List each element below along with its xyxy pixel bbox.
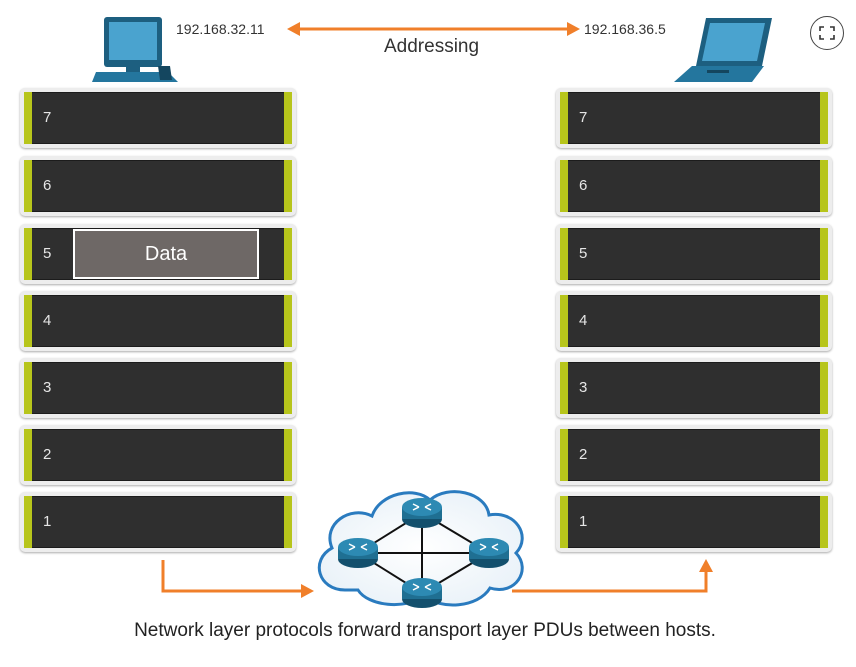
layer-number: 2 (579, 446, 588, 463)
laptop-icon (674, 18, 772, 82)
source-layer-2: 2 (20, 425, 296, 485)
destination-layer-5: 5 (556, 224, 832, 284)
send-arrow (161, 560, 314, 598)
destination-layer-4: 4 (556, 291, 832, 351)
destination-layer-2: 2 (556, 425, 832, 485)
destination-layer-1: 1 (556, 492, 832, 552)
layer-number: 7 (43, 109, 52, 126)
router-right-icon (469, 538, 509, 568)
destination-ip: 192.168.36.5 (584, 21, 666, 37)
source-layer-7: 7 (20, 88, 296, 148)
source-layer-5: 5 Data (20, 224, 296, 284)
source-layer-4: 4 (20, 291, 296, 351)
layer-number: 5 (579, 245, 588, 262)
layer-number: 3 (43, 379, 52, 396)
source-layer-1: 1 (20, 492, 296, 552)
destination-layer-6: 6 (556, 156, 832, 216)
source-layer-3: 3 (20, 358, 296, 418)
fullscreen-icon (819, 26, 835, 40)
source-layer-6: 6 (20, 156, 296, 216)
layer-number: 1 (43, 513, 52, 530)
layer-number: 6 (43, 177, 52, 194)
layer-number: 4 (579, 312, 588, 329)
network-cloud-icon (317, 490, 524, 607)
layer-number: 2 (43, 446, 52, 463)
desktop-computer-icon (92, 17, 178, 82)
destination-layer-7: 7 (556, 88, 832, 148)
router-bottom-icon (402, 578, 442, 608)
addressing-arrow (287, 22, 580, 36)
router-top-icon (402, 498, 442, 528)
diagram-caption: Network layer protocols forward transpor… (134, 620, 716, 641)
layer-number: 1 (579, 513, 588, 530)
layer-number: 6 (579, 177, 588, 194)
source-ip: 192.168.32.11 (176, 21, 265, 37)
fullscreen-button[interactable] (810, 16, 844, 50)
router-left-icon (338, 538, 378, 568)
receive-arrow (512, 559, 713, 593)
layer-number: 5 (43, 245, 52, 262)
destination-layer-3: 3 (556, 358, 832, 418)
data-pdu: Data (73, 229, 259, 279)
addressing-label: Addressing (384, 36, 480, 57)
layer-number: 7 (579, 109, 588, 126)
layer-number: 4 (43, 312, 52, 329)
layer-number: 3 (579, 379, 588, 396)
